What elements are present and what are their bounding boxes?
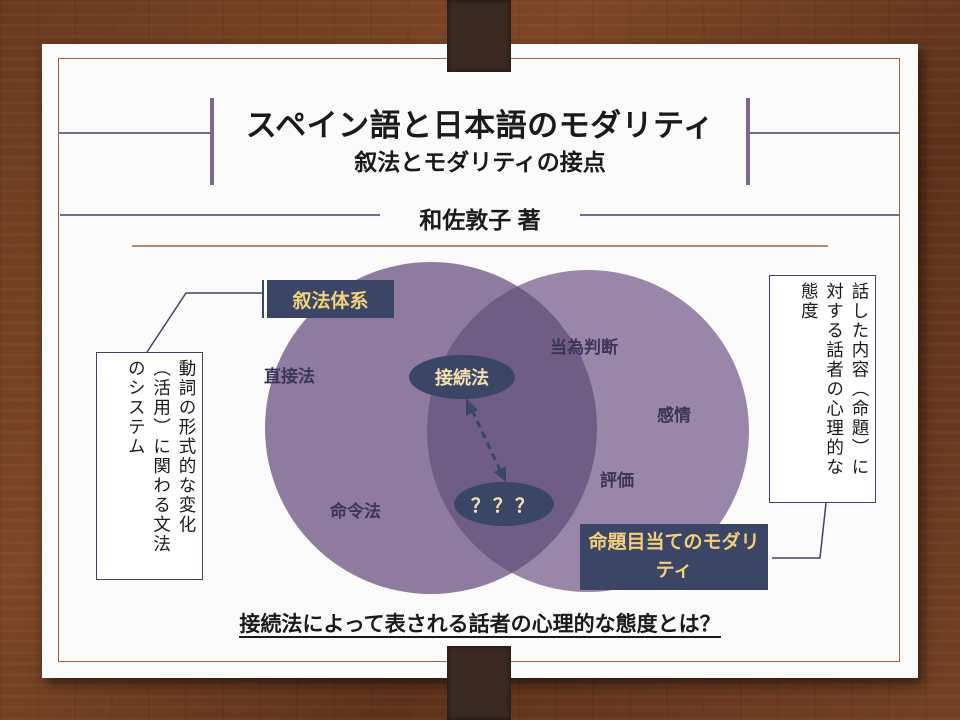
slide-subtitle: 叙法とモダリティの接点 [354,149,606,175]
author-name: 和佐敦子 著 [419,207,541,233]
subjunctive-label: 接続法 [409,355,515,399]
arrow-head-up-icon [466,398,478,416]
research-question: 接続法によって表される話者の心理的な態度とは？ [160,608,800,638]
modality-item-emotion: 感情 [657,406,691,425]
research-question-text: 接続法によって表される話者の心理的な態度とは？ [239,613,721,638]
connector-mood-note [146,292,263,353]
connector-modality-note [772,502,827,559]
arrow-head-down-icon [494,466,506,482]
modality-note: 話した内容（命題）に対する話者の心理的な態度 [769,275,876,503]
modality-header: 命題目当てのモダリティ [580,524,768,590]
binder-strap-top [447,0,511,72]
slide-title: スペイン語と日本語のモダリティ [245,108,715,143]
mood-item-imperative: 命令法 [330,502,381,521]
mood-system-note: 動詞の形式的な変化（活用）に関わる文法のシステム [96,352,203,580]
unknown-label: ？？？ [454,482,554,526]
mood-item-indicative: 直接法 [264,367,315,386]
modality-item-evaluation: 評価 [600,471,634,490]
binder-strap-bottom [447,646,511,720]
modality-item-deontic: 当為判断 [550,338,618,357]
mood-system-header: 叙法体系 [267,280,394,318]
